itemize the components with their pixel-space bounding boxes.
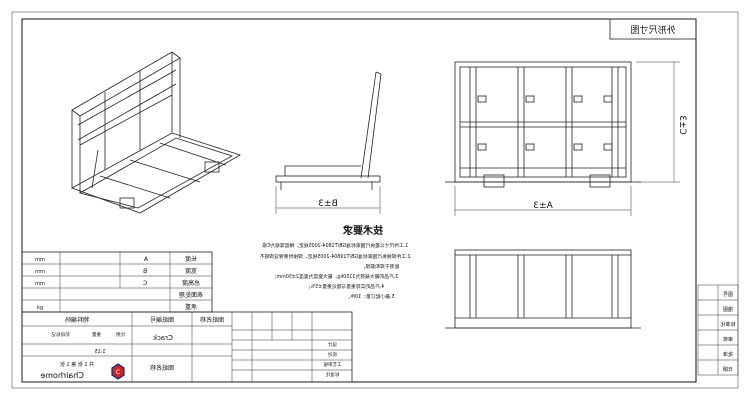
tb-checker: 校对: [327, 351, 336, 358]
stage-label: 阶段标记: [51, 331, 69, 338]
params-table: mm mm mm kg A B C 长度 宽度 总高度 表面处理 承重: [21, 251, 213, 313]
company-name: Chairhome: [40, 371, 84, 380]
tech-item-2: 能有干焊和漏焊。: [361, 263, 399, 270]
isometric-view: [71, 51, 241, 214]
weight-label: 重量: [92, 331, 101, 338]
revision-row-3: 审核: [723, 336, 733, 343]
inner-border: [21, 18, 697, 383]
front-view: [445, 61, 680, 216]
outer-border: [11, 11, 739, 389]
param-name-4: 承重: [185, 303, 197, 311]
dim-top-length: A±3: [533, 201, 552, 211]
revision-row-1: 描图: [723, 306, 733, 313]
tech-title: 技术要求: [342, 224, 383, 237]
dim-front-height: C±3: [677, 115, 687, 135]
param-unit-4: kg: [37, 305, 43, 311]
param-code-0: A: [143, 256, 148, 263]
param-unit-1: mm: [35, 269, 45, 275]
part-label-bottom: 图纸名称: [150, 364, 174, 372]
tech-item-5: 5.最小起订量：10件。: [345, 293, 394, 300]
part-label: 图纸名称: [200, 316, 224, 324]
param-unit-2: mm: [35, 281, 45, 287]
bottom-view: [445, 249, 641, 329]
tech-item-0: 1.工件尺寸公差执行国家标准GB/T1804-2005规定，精度等级为C级: [262, 242, 409, 249]
revision-row-2: 标准化: [720, 321, 735, 328]
revision-block: 图号 描图 标准化 审核 批准 日期: [697, 284, 739, 376]
material-code-label: 物料编码: [65, 316, 89, 324]
side-view: [275, 71, 382, 214]
tb-designer: 设计: [327, 341, 336, 348]
scale-label: 比例: [116, 331, 125, 338]
sheet-title-box: [609, 18, 697, 40]
tech-item-4: 4.产品的实际重量与理论重量±5%；: [306, 283, 385, 290]
part-name: Crack: [152, 334, 173, 342]
revision-row-0: 图号: [723, 292, 733, 298]
param-code-2: C: [143, 280, 147, 287]
tech-requirements: 技术要求 1.工件尺寸公差执行国家标准GB/T1804-2005规定，精度等级为…: [260, 224, 411, 300]
tb-standard: 标准化: [325, 371, 339, 378]
company-logo: C: [111, 363, 125, 380]
param-unit-0: mm: [35, 257, 45, 263]
tech-item-3: 3.产品的最大载荷为1150kg，最大宽度为宽度2±50mm；: [272, 273, 399, 280]
svg-text:C: C: [116, 369, 120, 376]
param-name-1: 宽度: [185, 267, 197, 275]
sheet-info: 共 1 张 第 1 张: [60, 361, 94, 368]
title-block: 物料编码 图纸编号 图纸名称 Crack 阶段标记 重量 比例 1:15 共 1…: [21, 311, 353, 383]
dim-side-depth: B±3: [318, 199, 337, 209]
param-code-1: B: [143, 268, 147, 275]
revision-row-4: 批准: [723, 351, 733, 358]
sheet-title: 外形尺寸图: [630, 24, 675, 36]
param-name-3: 表面处理: [179, 291, 203, 299]
param-name-2: 总高度: [182, 279, 200, 287]
drawing-number-label: 图纸编号: [150, 316, 174, 324]
scale-value: 1:15: [94, 349, 105, 355]
tech-item-1: 2.工件焊接执行国家标准GB/T19804-2005规定，焊接时要保证焊缝不: [260, 253, 411, 260]
revision-row-5: 日期: [723, 367, 733, 373]
param-name-0: 长度: [185, 255, 197, 263]
tb-process: 工艺审核: [323, 361, 341, 368]
